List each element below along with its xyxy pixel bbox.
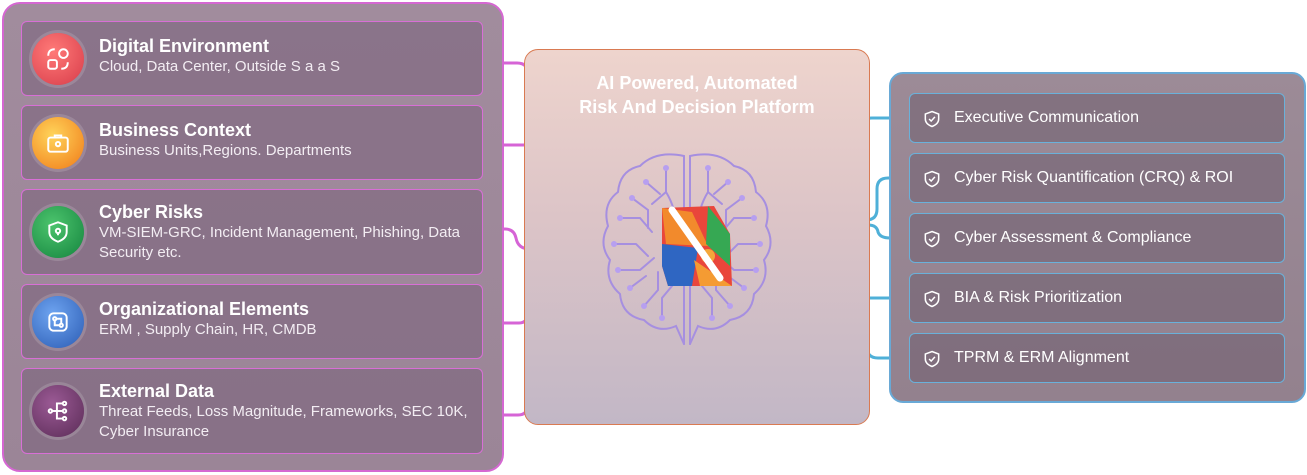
source-card-digital-environment: Digital Environment Cloud, Data Center, … <box>21 21 483 96</box>
outcome-card-crq-roi: Cyber Risk Quantification (CRQ) & ROI <box>909 153 1285 203</box>
outcome-card-tprm-erm: TPRM & ERM Alignment <box>909 333 1285 383</box>
network-icon <box>32 385 84 437</box>
source-description: Threat Feeds, Loss Magnitude, Frameworks… <box>99 403 468 440</box>
shield-check-icon <box>924 290 940 308</box>
shield-check-icon <box>924 230 940 248</box>
source-title: Digital Environment <box>99 36 270 56</box>
outcome-card-bia-prioritization: BIA & Risk Prioritization <box>909 273 1285 323</box>
platform-logo-icon <box>662 206 732 286</box>
platform-title-line1: AI Powered, Automated <box>596 73 798 93</box>
platform-title-line2: Risk And Decision Platform <box>579 97 815 117</box>
source-card-organizational-elements: Organizational Elements ERM , Supply Cha… <box>21 284 483 359</box>
shield-check-icon <box>924 170 940 188</box>
source-description: ERM , Supply Chain, HR, CMDB <box>99 321 317 338</box>
outcome-label: Cyber Risk Quantification (CRQ) & ROI <box>954 169 1234 186</box>
workflow-icon <box>32 296 84 348</box>
outcome-label: Cyber Assessment & Compliance <box>954 229 1192 246</box>
source-title: External Data <box>99 381 215 401</box>
shield-icon <box>32 206 84 258</box>
outcome-card-assessment-compliance: Cyber Assessment & Compliance <box>909 213 1285 263</box>
source-card-cyber-risks: Cyber Risks VM-SIEM-GRC, Incident Manage… <box>21 189 483 275</box>
source-description: Cloud, Data Center, Outside S a a S <box>99 58 340 75</box>
source-description: Business Units,Regions. Departments <box>99 142 352 159</box>
outcome-card-executive-communication: Executive Communication <box>909 93 1285 143</box>
shield-check-icon <box>924 110 940 128</box>
outcome-label: TPRM & ERM Alignment <box>954 349 1130 366</box>
ai-brain-icon <box>602 153 772 345</box>
outcome-label: BIA & Risk Prioritization <box>954 289 1123 306</box>
shield-check-icon <box>924 350 940 368</box>
source-description: VM-SIEM-GRC, Incident Management, Phishi… <box>99 224 460 261</box>
apps-icon <box>32 33 84 85</box>
source-card-external-data: External Data Threat Feeds, Loss Magnitu… <box>21 368 483 454</box>
source-title: Cyber Risks <box>99 202 204 222</box>
outcome-label: Executive Communication <box>954 109 1139 126</box>
source-title: Business Context <box>99 120 252 140</box>
briefcase-icon <box>32 117 84 169</box>
source-card-business-context: Business Context Business Units,Regions.… <box>21 105 483 180</box>
source-title: Organizational Elements <box>99 299 310 319</box>
